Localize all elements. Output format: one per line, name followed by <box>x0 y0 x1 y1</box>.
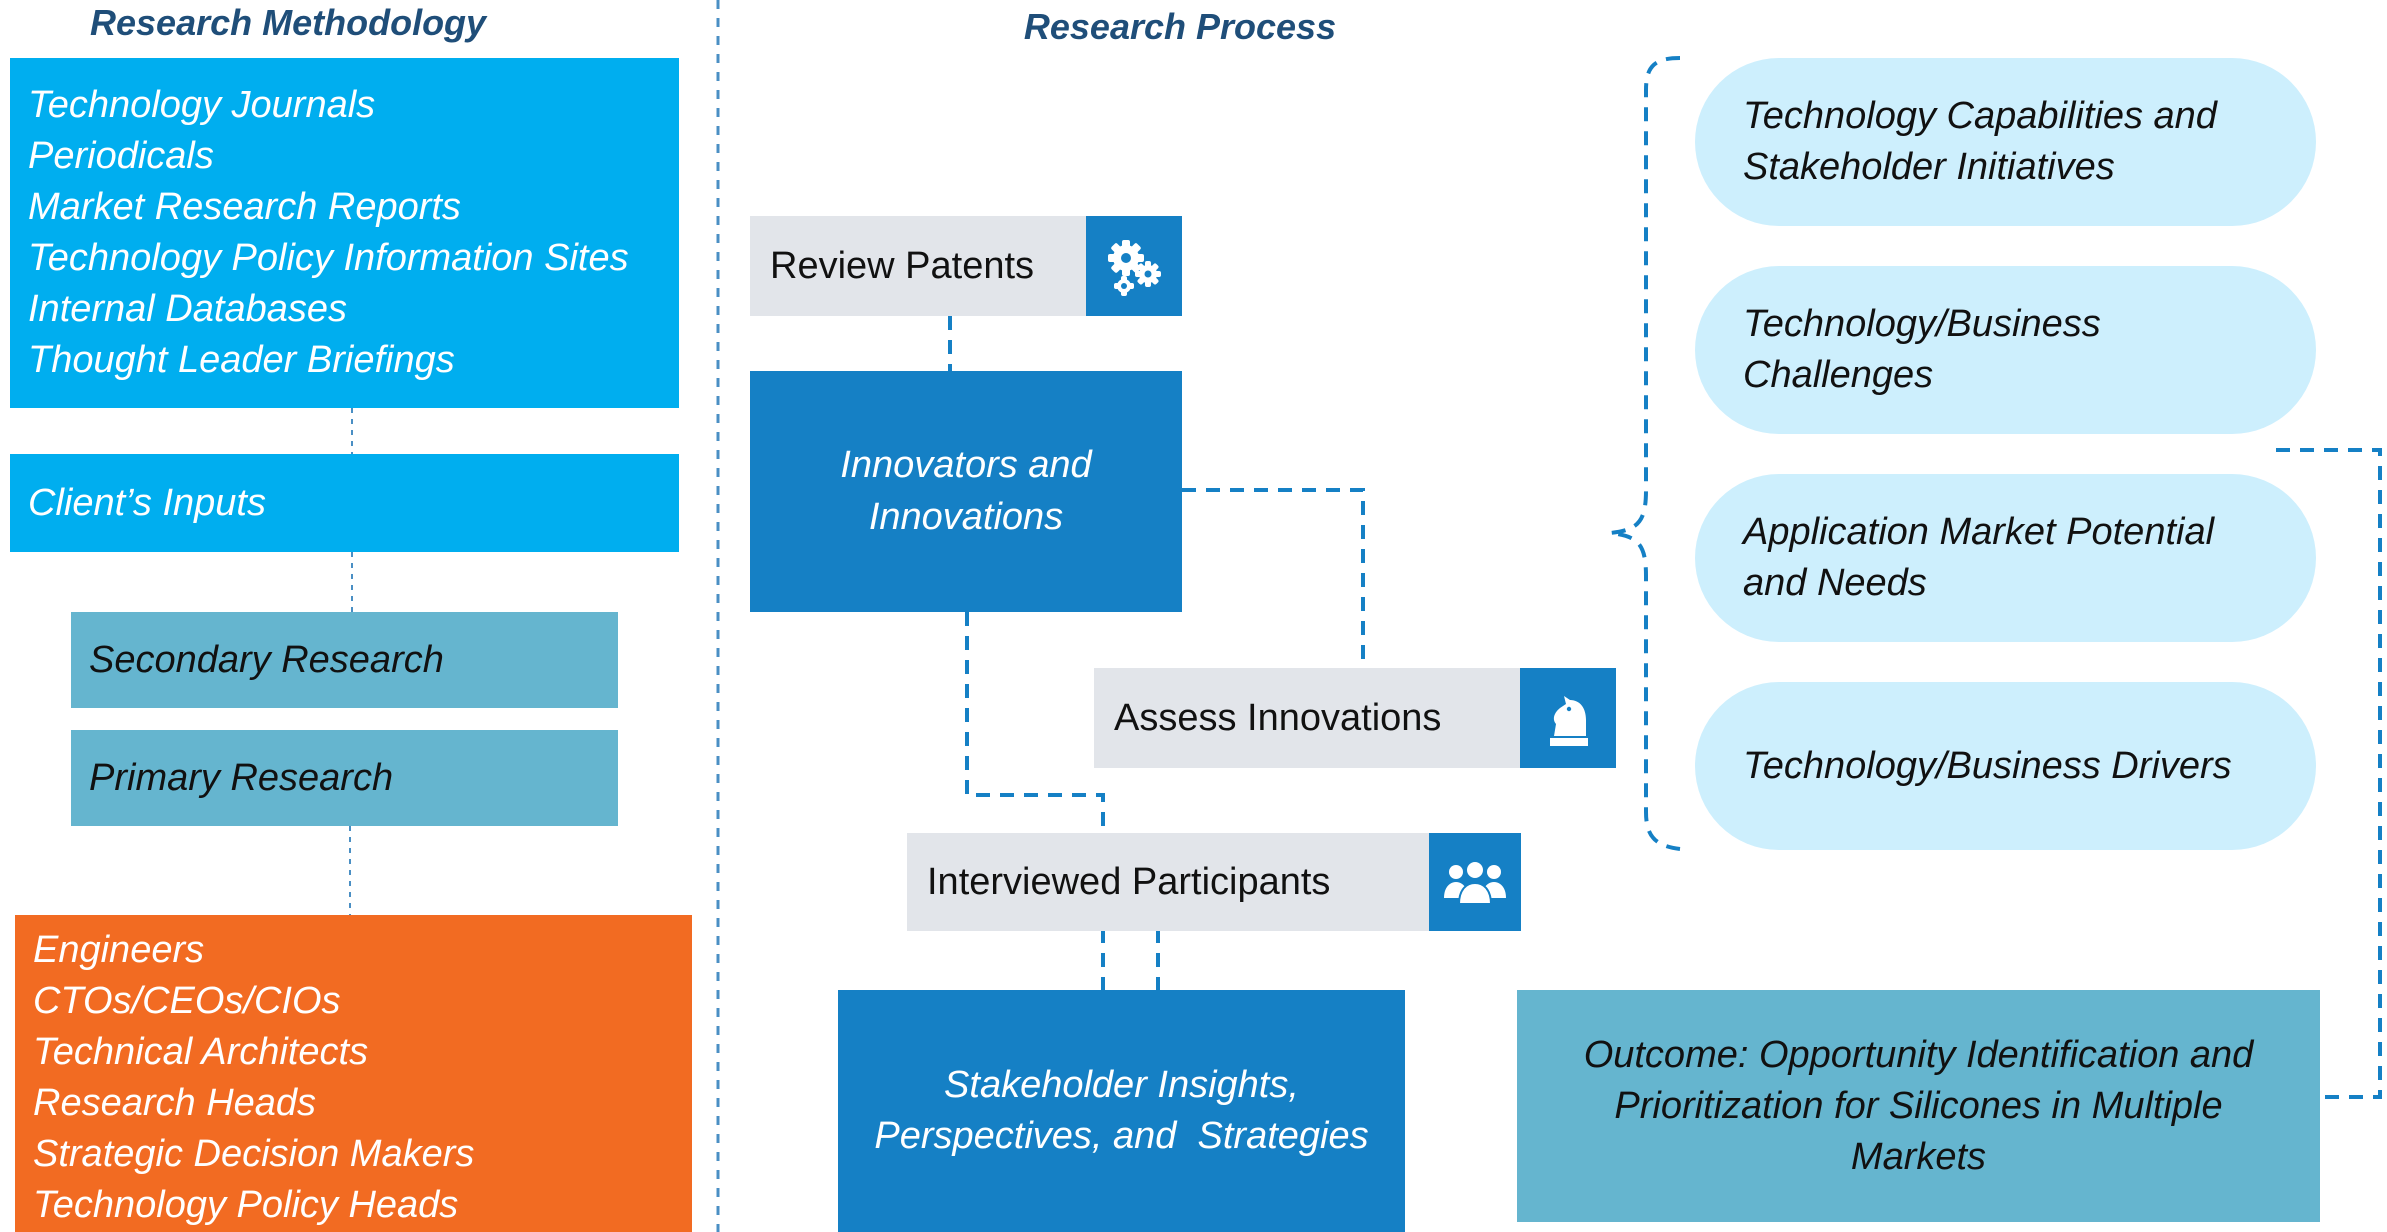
review-patents-icon-box <box>1086 216 1182 316</box>
participant-item: CTOs/CEOs/CIOs <box>33 980 341 1022</box>
secondary-research-label: Secondary Research <box>89 638 444 681</box>
review-patents-box: Review Patents <box>750 216 1086 316</box>
primary-research-label: Primary Research <box>89 756 394 799</box>
interviewed-label: Interviewed Participants <box>927 860 1331 903</box>
assess-innovations-box: Assess Innovations <box>1094 668 1520 768</box>
process-title: Research Process <box>1023 6 1337 47</box>
innovators-box: Innovators and Innovations <box>750 371 1182 612</box>
primary-research-box: Primary Research <box>71 730 618 826</box>
factor-pill: Technology/Business Drivers <box>1695 682 2316 850</box>
participant-item: Strategic Decision Makers <box>33 1133 475 1175</box>
participants-box: Engineers CTOs/CEOs/CIOs Technical Archi… <box>15 915 692 1232</box>
factor-line: Challenges <box>1743 354 1934 396</box>
client-inputs-box: Client’s Inputs <box>10 454 679 552</box>
outcome-box: Outcome: Opportunity Identification and … <box>1517 990 2320 1222</box>
review-patents-label: Review Patents <box>770 244 1035 287</box>
interviewed-box: Interviewed Participants <box>907 833 1429 931</box>
innovators-line2: Innovations <box>868 495 1064 538</box>
connector-innovators-interviewed <box>965 612 1105 835</box>
outcome-line: Outcome: Opportunity Identification and <box>1583 1033 2254 1076</box>
chess-knight-icon <box>1550 696 1588 746</box>
source-item: Technology Policy Information Sites <box>28 237 629 279</box>
assess-innovations-label: Assess Innovations <box>1114 696 1442 739</box>
factor-text: Application Market Potential and Needs <box>1743 507 2214 609</box>
factor-line: Technology/Business Drivers <box>1743 744 2232 787</box>
interviewed-icon-box <box>1429 833 1521 931</box>
factor-line: Application Market Potential <box>1743 511 2215 553</box>
factor-line: and Needs <box>1743 562 1927 604</box>
insights-box: Stakeholder Insights, Perspectives, and … <box>838 990 1405 1232</box>
factor-line: Technology/Business <box>1743 303 2101 345</box>
client-inputs-label: Client’s Inputs <box>28 481 266 524</box>
source-item: Technology Journals <box>28 84 376 126</box>
participant-item: Technical Architects <box>33 1031 369 1073</box>
participants-list: Engineers CTOs/CEOs/CIOs Technical Archi… <box>33 925 692 1231</box>
factor-line: Stakeholder Initiatives <box>1743 146 2115 188</box>
outcome-line: Prioritization for Silicones in Multiple <box>1614 1084 2223 1127</box>
participant-item: Research Heads <box>33 1082 317 1124</box>
factor-text: Technology/Business Drivers <box>1743 741 2232 792</box>
secondary-research-box: Secondary Research <box>71 612 618 708</box>
connector-innovators-assess <box>1182 488 1365 668</box>
secondary-sources-list: Technology Journals Periodicals Market R… <box>28 80 679 386</box>
source-item: Market Research Reports <box>28 186 461 228</box>
insights-line1: Stakeholder Insights, <box>944 1063 1299 1106</box>
innovators-line1: Innovators and <box>840 444 1092 487</box>
secondary-sources-box: Technology Journals Periodicals Market R… <box>10 58 679 408</box>
source-item: Thought Leader Briefings <box>28 339 455 381</box>
factor-pill: Application Market Potential and Needs <box>1695 474 2316 642</box>
people-group-icon <box>1444 860 1506 905</box>
source-item: Periodicals <box>28 135 214 177</box>
factor-text: Technology Capabilities and Stakeholder … <box>1743 91 2217 193</box>
connector-factors-outcome <box>2276 448 2382 1099</box>
participant-item: Engineers <box>33 929 205 971</box>
outcome-line: Markets <box>1850 1135 1987 1178</box>
factor-pill: Technology Capabilities and Stakeholder … <box>1695 58 2316 226</box>
methodology-title: Research Methodology <box>90 2 487 43</box>
source-item: Internal Databases <box>28 288 347 330</box>
factor-pill: Technology/Business Challenges <box>1695 266 2316 434</box>
gears-icon <box>1108 240 1161 296</box>
factor-text: Technology/Business Challenges <box>1743 299 2101 401</box>
participant-item: Technology Policy Heads <box>33 1184 459 1226</box>
factor-line: Technology Capabilities and <box>1743 95 2217 137</box>
insights-line2: Perspectives, and Strategies <box>874 1115 1369 1157</box>
factors-brace <box>1609 56 1681 851</box>
assess-icon-box <box>1520 668 1616 768</box>
